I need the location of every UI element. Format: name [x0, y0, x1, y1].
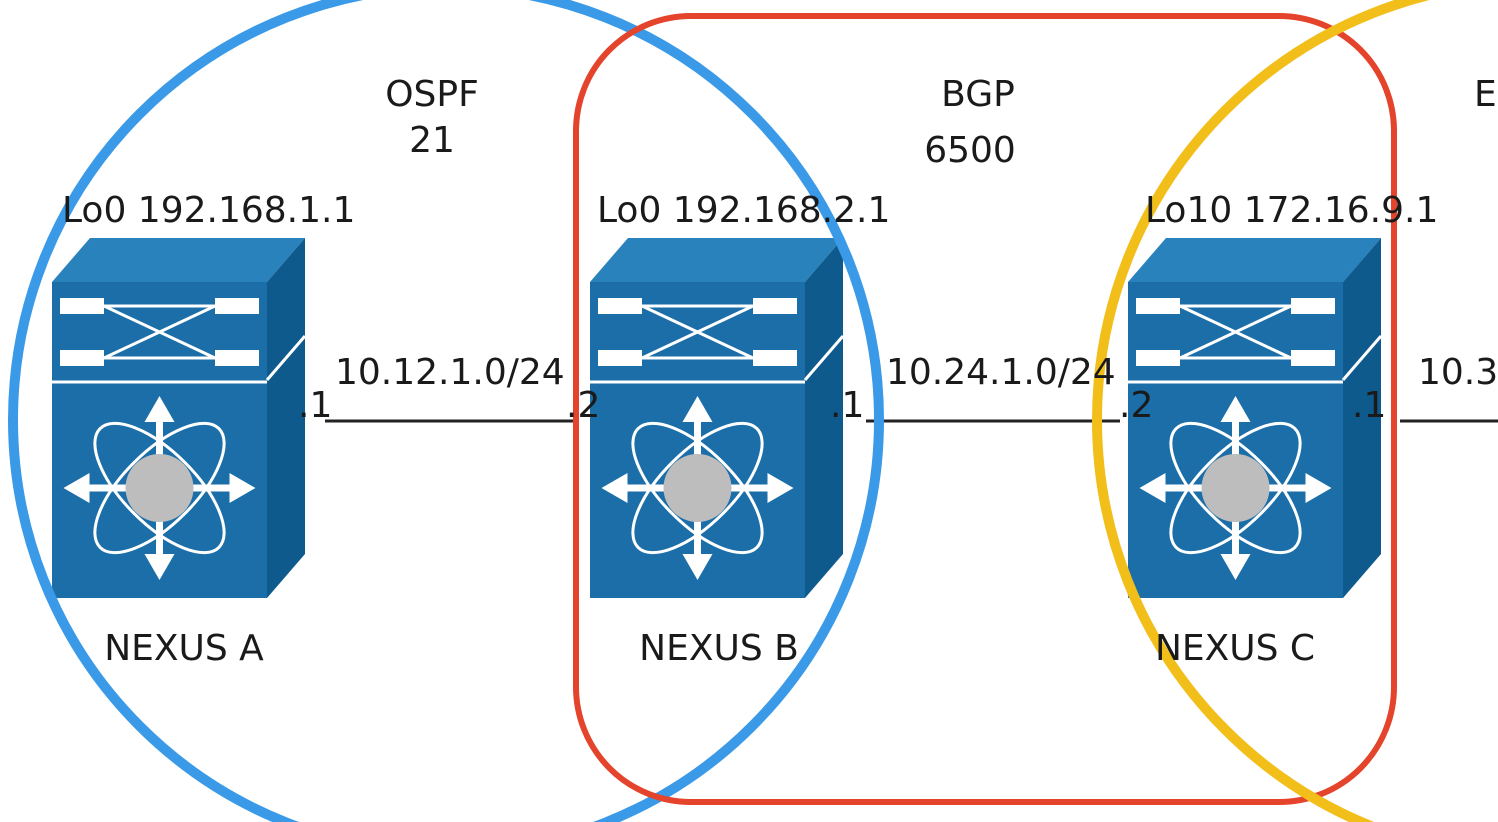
nexus-b-switch-icon [590, 238, 845, 598]
ospf-area-number: 21 [409, 120, 455, 161]
nexus-b-left-interface-label: .2 [566, 385, 600, 426]
ospf-area-outline [8, 0, 884, 822]
nexus-a-loopback-label: Lo0 192.168.1.1 [62, 190, 355, 231]
third-area-outline [1092, 0, 1431, 822]
link-b-c-subnet-label: 10.24.1.0/24 [886, 352, 1116, 393]
nexus-b-right-interface-label: .1 [830, 385, 864, 426]
nexus-b-name-label: NEXUS B [639, 628, 799, 669]
nexus-c-name-label: NEXUS C [1155, 628, 1315, 669]
ospf-area-label: OSPF [385, 74, 479, 115]
nexus-c-left-interface-label: .2 [1119, 385, 1153, 426]
nexus-a-interface-label: .1 [298, 385, 332, 426]
nexus-c-switch-icon [1128, 238, 1383, 598]
nexus-c-right-interface-label: .1 [1352, 385, 1386, 426]
nexus-a-switch-icon [52, 238, 307, 598]
bgp-area-label: BGP [941, 74, 1015, 115]
nexus-c-loopback-label: Lo10 172.16.9.1 [1145, 190, 1438, 231]
nexus-a-name-label: NEXUS A [104, 628, 264, 669]
third-area-label: E [1474, 74, 1497, 115]
nexus-b-loopback-label: Lo0 192.168.2.1 [597, 190, 890, 231]
link-c-x-subnet-label: 10.3 [1418, 352, 1498, 393]
bgp-area-outline [573, 13, 1397, 805]
bgp-as-number: 6500 [924, 130, 1016, 171]
link-a-b-subnet-label: 10.12.1.0/24 [335, 352, 565, 393]
